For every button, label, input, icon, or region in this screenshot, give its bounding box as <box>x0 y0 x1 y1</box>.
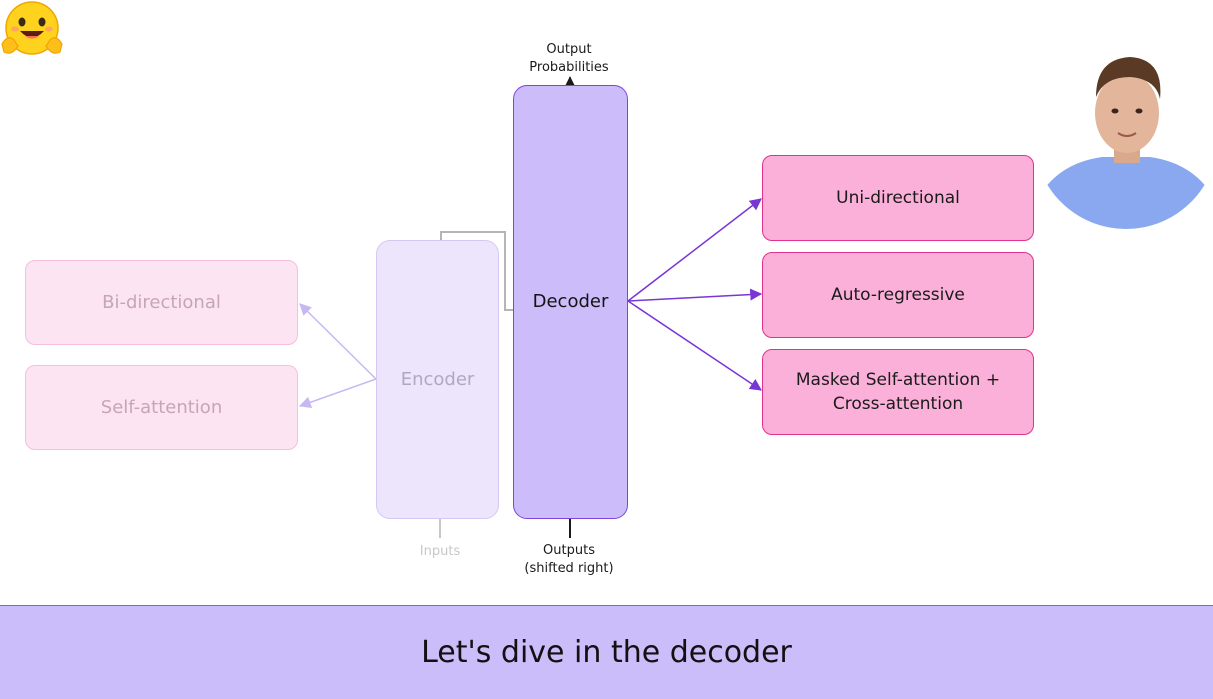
decoder-block: Decoder <box>513 85 628 519</box>
decoder-property-masked-self-attention: Masked Self-attention + Cross-attention <box>762 349 1034 435</box>
decoder-property-label: Masked Self-attention + Cross-attention <box>795 370 1001 414</box>
decoder-property-label: Uni-directional <box>836 188 960 208</box>
outputs-shifted-right-label: Outputs (shifted right) <box>524 543 614 576</box>
caption-bar: Let's dive in the decoder <box>0 605 1213 699</box>
arrow-to-masked-attention <box>627 300 762 391</box>
arrow-to-bi-directional <box>299 303 377 380</box>
caption-text: Let's dive in the decoder <box>421 635 792 670</box>
output-probabilities-label: Output Probabilities <box>529 42 609 75</box>
arrow-to-uni-directional <box>627 198 762 302</box>
inputs-label: Inputs <box>419 544 461 559</box>
presenter-webcam <box>1040 45 1212 229</box>
decoder-label: Decoder <box>532 291 609 312</box>
encoder-property-self-attention: Self-attention <box>25 365 298 450</box>
encoder-property-label: Self-attention <box>100 396 223 418</box>
encoder-label: Encoder <box>400 368 475 390</box>
encoder-to-decoder-connector <box>440 231 513 311</box>
arrow-to-self-attention <box>298 378 377 409</box>
encoder-block: Encoder <box>376 240 499 519</box>
encoder-property-label: Bi-directional <box>102 291 221 313</box>
encoder-property-bi-directional: Bi-directional <box>25 260 298 345</box>
hugging-face-emoji-icon <box>1 1 63 55</box>
decoder-property-label: Auto-regressive <box>831 285 965 305</box>
decoder-property-uni-directional: Uni-directional <box>762 155 1034 241</box>
decoder-property-auto-regressive: Auto-regressive <box>762 252 1034 338</box>
arrow-to-auto-regressive <box>627 288 763 302</box>
